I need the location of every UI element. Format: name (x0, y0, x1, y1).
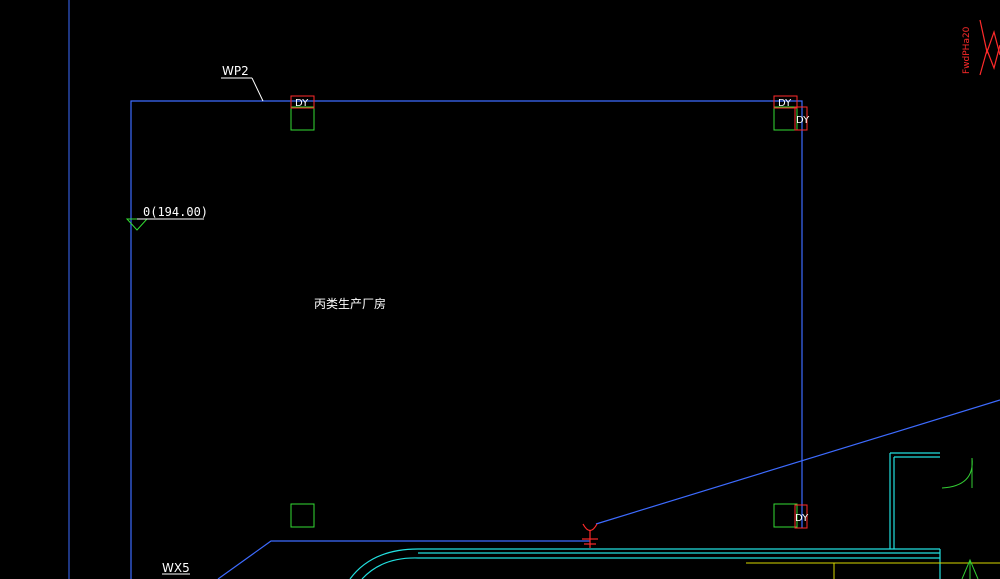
dy-label: DY (295, 98, 309, 109)
lower-grid-lines (746, 562, 1000, 579)
door-arc-icon (941, 457, 979, 579)
dy-label: DY (778, 98, 792, 109)
dy-box-top-right: DY (773, 95, 798, 109)
corner-vertical-label: FwdPHa20 (962, 26, 972, 74)
curved-wall-outer (349, 548, 419, 579)
dy-box-frame (773, 95, 798, 109)
wire-diagonal (595, 399, 1000, 525)
ground-rod-icon (582, 523, 598, 548)
wire-perimeter (130, 100, 803, 579)
wp2-callout: WP2 (221, 64, 264, 102)
dy-label: DY (796, 115, 810, 126)
wire-bottom-run (217, 540, 590, 579)
dy-box-top-left: DY (290, 95, 315, 109)
room-label: 丙类生产厂房 (314, 296, 386, 311)
dy-box-frame (794, 106, 808, 131)
wx5-callout: WX5 (162, 561, 190, 575)
wx5-label: WX5 (162, 561, 190, 575)
pile-bottom-right (773, 503, 798, 528)
protection-wire (130, 100, 1000, 579)
dy-box-frame (290, 95, 315, 109)
corner-red-symbol: FwdPHa20 (962, 19, 1000, 76)
elevation-label: 0(194.00) (143, 205, 208, 219)
pile-top-right (773, 106, 798, 131)
wp2-leader (251, 77, 264, 102)
elevation-marker: 0(194.00) (125, 205, 208, 231)
dy-box-right-side: DY (794, 106, 810, 131)
pile-bottom-left (290, 503, 315, 528)
lower-building-walls (349, 452, 941, 579)
zigzag-upper (979, 19, 1000, 56)
pile-top-left (290, 106, 315, 131)
dy-box-bottom-right: DY (794, 504, 809, 529)
wp2-label: WP2 (222, 64, 249, 78)
dy-box-frame (794, 504, 808, 529)
zigzag-lower (979, 44, 1000, 76)
curved-wall-inner (361, 557, 419, 579)
dy-label: DY (795, 513, 809, 524)
